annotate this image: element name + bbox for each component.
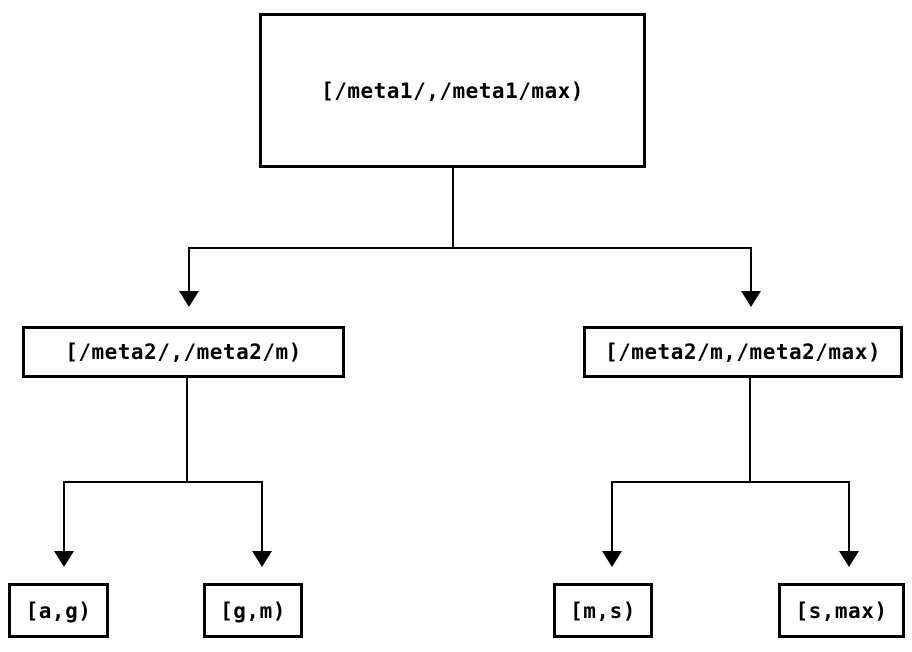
node-leaf-ag-label: [a,g) (25, 598, 92, 623)
arrowhead-to-leaf-ms (602, 551, 622, 567)
node-leaf-gm: [g,m) (203, 583, 303, 638)
node-leaf-smax-label: [s,max) (795, 598, 888, 623)
node-leaf-smax: [s,max) (778, 583, 905, 638)
node-meta2-high: [/meta2/m,/meta2/max) (583, 326, 903, 378)
node-meta2-high-label: [/meta2/m,/meta2/max) (604, 340, 881, 364)
arrowhead-to-leaf-ag (54, 551, 74, 567)
node-leaf-gm-label: [g,m) (220, 598, 286, 623)
arrowhead-to-meta2-high (741, 291, 761, 307)
node-leaf-ms: [m,s) (553, 583, 653, 638)
node-meta2-low-label: [/meta2/,/meta2/m) (65, 340, 302, 364)
node-meta2-low: [/meta2/,/meta2/m) (22, 326, 345, 378)
node-root-label: [/meta1/,/meta1/max) (321, 78, 584, 103)
node-leaf-ag: [a,g) (8, 583, 109, 638)
arrowhead-to-leaf-smax (839, 551, 859, 567)
arrowhead-to-leaf-gm (252, 551, 272, 567)
node-leaf-ms-label: [m,s) (570, 598, 636, 623)
node-root: [/meta1/,/meta1/max) (259, 13, 646, 168)
arrowhead-to-meta2-low (179, 291, 199, 307)
